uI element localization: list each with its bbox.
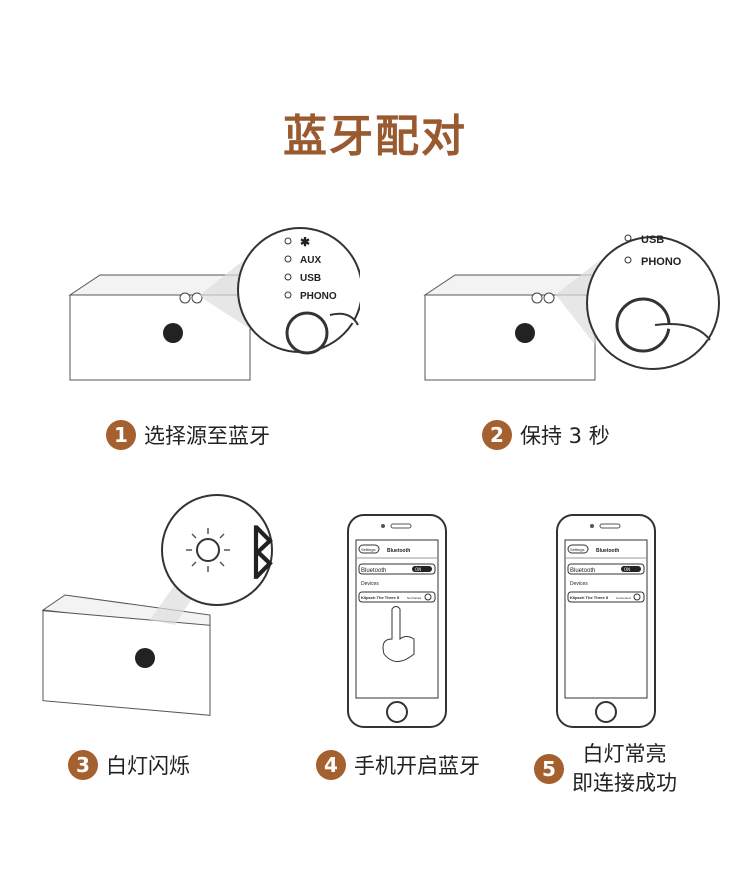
svg-text:Devices: Devices	[570, 581, 588, 587]
step-3: 3 白灯闪烁	[68, 750, 190, 780]
step-2: 2 保持 3 秒	[482, 420, 610, 450]
step-label-line2: 即连接成功	[572, 771, 677, 795]
step-label-line1: 白灯常亮	[582, 742, 667, 766]
svg-text:Bluetooth: Bluetooth	[387, 548, 410, 554]
bluetooth-icon: ᛒ	[245, 520, 280, 585]
svg-text:PHONO: PHONO	[300, 291, 337, 302]
svg-text:Bluetooth: Bluetooth	[570, 568, 595, 574]
svg-text:PHONO: PHONO	[641, 256, 682, 268]
speaker-illustration-3: ᛒ	[41, 494, 280, 716]
step-1: 1 选择源至蓝牙	[106, 420, 270, 450]
step-number: 4	[316, 750, 346, 780]
svg-text:Bluetooth: Bluetooth	[361, 568, 386, 574]
step-number: 3	[68, 750, 98, 780]
svg-text:Not Paired: Not Paired	[407, 596, 422, 600]
svg-text:✱: ✱	[300, 235, 310, 249]
source-list: ✱ AUX USB PHONO	[284, 235, 337, 302]
step-number: 1	[106, 420, 136, 450]
step-label: 手机开启蓝牙	[354, 754, 480, 778]
svg-text:AUX: AUX	[300, 255, 321, 266]
step-number: 5	[534, 754, 564, 784]
svg-text:ON: ON	[624, 567, 630, 572]
step-label: 保持 3 秒	[520, 424, 610, 448]
phone-illustration-4: Settings Bluetooth Bluetooth ON Devices …	[347, 514, 447, 728]
step-number: 2	[482, 420, 512, 450]
svg-text:Settings: Settings	[361, 547, 375, 552]
step-5: 5 白灯常亮即连接成功	[534, 740, 677, 798]
svg-text:Devices: Devices	[361, 581, 379, 587]
step-label: 白灯闪烁	[106, 754, 190, 778]
svg-text:Bluetooth: Bluetooth	[596, 548, 619, 554]
finger-icon	[382, 606, 415, 662]
step-label: 选择源至蓝牙	[144, 424, 270, 448]
svg-text:Connected: Connected	[616, 596, 631, 600]
page-title: 蓝牙配对	[283, 111, 467, 162]
svg-text:ON: ON	[415, 567, 421, 572]
speaker-illustration-2: USB PHONO	[423, 234, 720, 381]
svg-text:USB: USB	[300, 273, 321, 284]
svg-text:Klipsch The Three II: Klipsch The Three II	[361, 595, 399, 600]
step-4: 4 手机开启蓝牙	[316, 750, 480, 780]
step-label: 白灯常亮即连接成功	[572, 740, 677, 798]
svg-text:Settings: Settings	[570, 547, 584, 552]
speaker-illustration-1: ✱ AUX USB PHONO	[68, 227, 360, 381]
svg-text:Klipsch The Three II: Klipsch The Three II	[570, 595, 608, 600]
phone-illustration-5: Settings Bluetooth Bluetooth ON Devices …	[556, 514, 656, 728]
svg-text:USB: USB	[641, 234, 664, 246]
